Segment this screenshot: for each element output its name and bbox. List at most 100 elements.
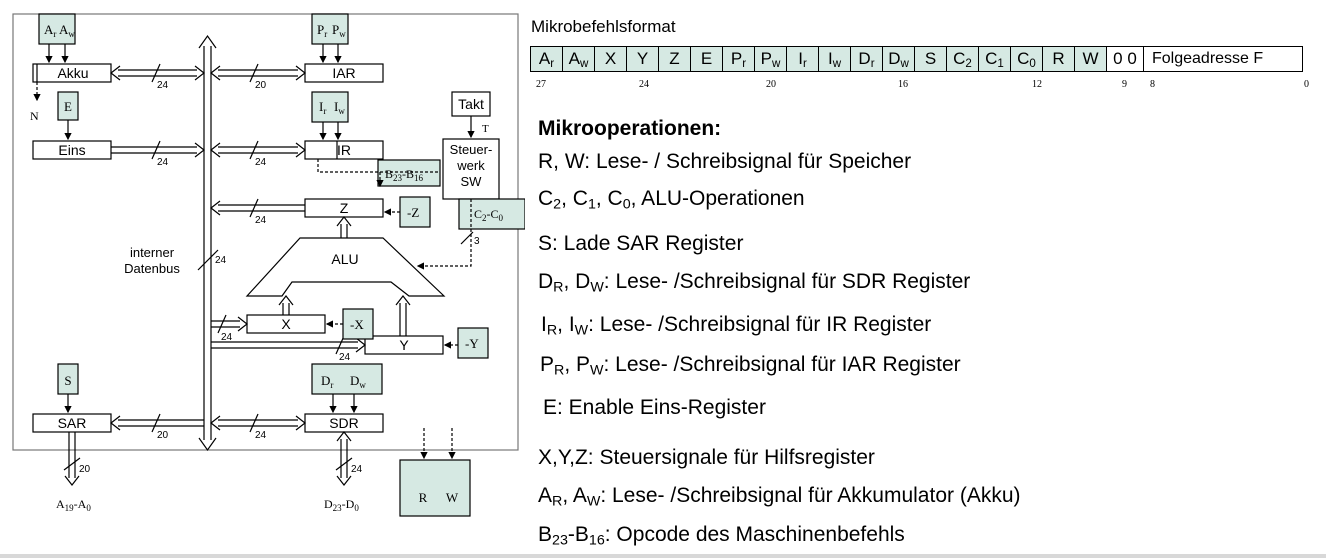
bus-label-1: interner [130,245,175,260]
format-field: Iw [818,46,851,72]
iar-label: IAR [332,65,355,81]
format-field: Pr [722,46,755,72]
akku-label: Akku [57,65,88,81]
format-field: W [1074,46,1107,72]
svg-text:24: 24 [339,352,351,363]
bit-position-label: 12 [1032,79,1042,90]
format-field: C2 [946,46,979,72]
svg-text:24: 24 [255,157,267,168]
alu-label: ALU [331,251,358,267]
s-control-label: S [64,373,71,388]
micro-op-line: IR, IW: Lese- /Schreibsignal für IR Regi… [541,313,932,339]
svg-text:20: 20 [255,80,267,91]
format-field: Y [626,46,659,72]
format-field: Dw [882,46,915,72]
y-control: -Y [465,336,479,351]
data-bus-label: D23-D0 [324,497,359,513]
format-field: Aw [562,46,595,72]
ir-label: IR [337,142,351,158]
bus-width-labels: 24 20 24 24 24 24 24 24 20 24 20 24 3 [79,80,480,475]
cpu-frame [12,13,519,451]
address-bus-label: A19-A0 [56,497,91,513]
svg-text:Iw: Iw [334,99,345,116]
micro-op-line: DR, DW: Lese- /Schreibsignal für SDR Reg… [538,270,971,296]
t-label: T [482,123,489,135]
svg-text:24: 24 [255,430,267,441]
cpu-block-diagram: Akku IAR Eins IR Z X Y SAR SDR ALU Takt … [12,13,525,517]
format-field: S [914,46,947,72]
steuerwerk-label-2: werk [456,158,485,173]
sar-label: SAR [58,415,87,431]
takt-label: Takt [458,96,484,112]
y-label: Y [399,337,409,353]
eins-register [32,140,112,160]
bus-width-marks [63,63,474,471]
bottom-rule [0,554,1326,558]
svg-text:24: 24 [215,255,227,266]
micro-op-line: C2, C1, C0, ALU-Operationen [538,187,805,213]
micro-op-line: PR, PW: Lese- /Schreibsignal für IAR Reg… [540,353,961,379]
akku-control: Ar Aw [44,22,75,39]
eins-label: Eins [58,142,85,158]
sdr-label: SDR [329,415,359,431]
svg-text:24: 24 [351,464,363,475]
svg-text:Dw: Dw [350,373,366,390]
format-field: Ir [786,46,819,72]
format-field: C0 [1010,46,1043,72]
micro-op-line: E: Enable Eins-Register [543,396,766,419]
alu-shape [245,237,446,297]
bit-position-label: 8 [1150,79,1155,90]
format-field: Pw [754,46,787,72]
format-field: E [690,46,723,72]
r-control: R [419,490,428,505]
format-field: Dr [850,46,883,72]
format-field: R [1042,46,1075,72]
micro-op-line: R, W: Lese- / Schreibsignal für Speicher [538,150,912,173]
micro-op-line: B23-B16: Opcode des Maschinenbefehls [538,523,905,549]
bit-position-label: 0 [1304,79,1309,90]
svg-text:24: 24 [221,332,233,343]
z-label: Z [340,200,349,216]
bit-position-label: 16 [898,79,908,90]
bus-connections [64,65,411,486]
iar-control: Pr Pw [317,22,346,39]
internal-data-bus [198,34,217,452]
svg-text:24: 24 [255,215,267,226]
micro-op-line: X,Y,Z: Steuersignale für Hilfsregister [538,446,875,469]
sdr-control: Dr Dw [321,373,366,390]
svg-text:Dr: Dr [321,373,333,390]
micro-op-line: AR, AW: Lese- /Schreibsignal für Akkumul… [538,484,1021,510]
svg-text:Ar: Ar [44,22,56,39]
steuerwerk-label-3: SW [461,174,483,189]
micro-op-line: S: Lade SAR Register [538,232,744,255]
svg-text:3: 3 [474,236,480,247]
bit-position-label: 9 [1122,79,1127,90]
bit-position-label: 24 [639,79,649,90]
format-title: Mikrobefehlsformat [531,17,676,36]
svg-text:24: 24 [157,80,169,91]
e-control-label: E [64,99,72,114]
svg-text:Aw: Aw [59,22,75,39]
opcode-control: B23-B16 [385,167,424,183]
x-label: X [281,316,291,332]
steuerwerk-label-1: Steuer- [450,142,493,157]
ops-heading: Mikrooperationen: [538,117,722,140]
bit-position-label: 20 [766,79,776,90]
alu-op-control: C2-C0 [474,207,504,223]
svg-text:Pr: Pr [317,22,327,39]
format-field: Z [658,46,691,72]
format-zero-bits: 0 0 [1106,46,1144,72]
bus-label-2: Datenbus [124,261,180,276]
w-control: W [446,490,459,505]
svg-text:Pw: Pw [332,22,346,39]
z-control: -Z [407,205,419,220]
control-arrows [33,44,475,460]
control-boxes [38,13,525,517]
svg-text:Ir: Ir [319,99,326,116]
bit-position-label: 27 [536,79,546,90]
format-field: C1 [978,46,1011,72]
svg-text:20: 20 [157,430,169,441]
svg-text:20: 20 [79,464,91,475]
format-next-address: Folgeadresse F [1143,46,1303,72]
